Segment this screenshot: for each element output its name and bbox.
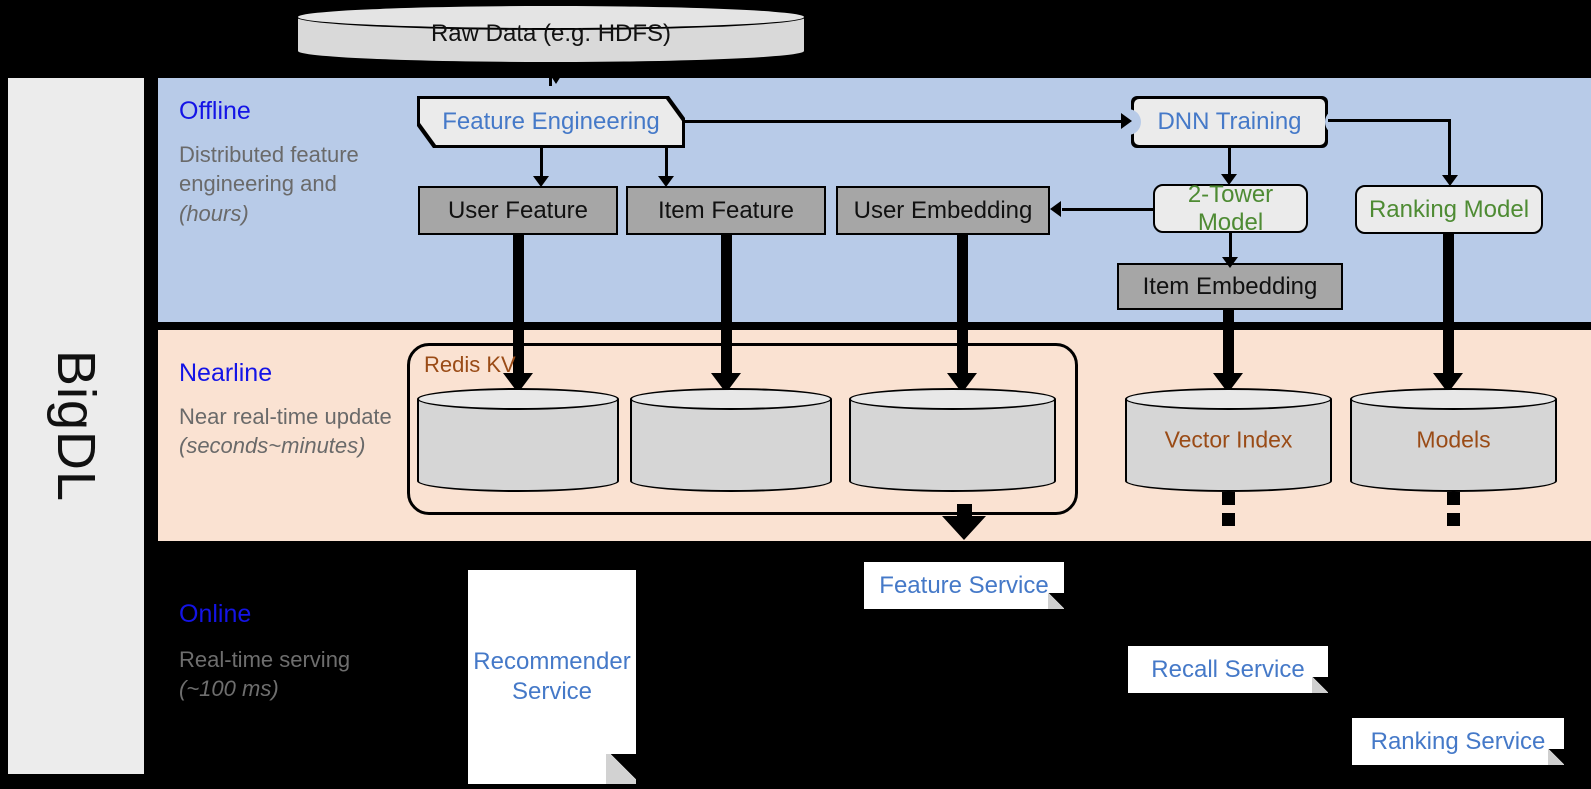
user-embedding-label: User Embedding (853, 196, 1033, 224)
recall-service-label: Recall Service (1151, 655, 1305, 683)
cylinder-top (1125, 388, 1332, 410)
connector-dnn-twotower (1228, 148, 1231, 176)
online-title: Online (179, 600, 252, 628)
arrowhead-rawdata-fe (542, 62, 570, 84)
redis-store-cylinder-3[interactable] (849, 388, 1056, 492)
ranking-service-node[interactable]: Ranking Service (1352, 718, 1564, 765)
recommender-service-node[interactable]: Recommender Service (468, 570, 636, 784)
item-feature-node[interactable]: Item Feature (626, 186, 826, 235)
raw-data-label: Raw Data (e.g. HDFS) (430, 20, 672, 47)
arrowhead-fe-itemfeature (658, 176, 674, 187)
pipe-userembedding-store3 (957, 235, 968, 378)
feature-service-node[interactable]: Feature Service (864, 562, 1064, 609)
stub-store3-featureservice (957, 504, 972, 519)
connector-fe-dnn (685, 120, 1125, 123)
dnn-notch-right (1325, 109, 1338, 135)
page-fold-icon (1048, 593, 1064, 609)
arrowhead-dnn-twotower (1221, 174, 1237, 185)
online-desc-italic: (~100 ms) (179, 676, 279, 702)
connector-fe-itemfeature (665, 148, 668, 178)
pipe-itemembedding-vectorindex (1223, 310, 1234, 378)
arrowhead-fe-userfeature (533, 176, 549, 187)
pipe-userfeature-store1 (513, 235, 524, 378)
arrowhead-fe-dnn (1121, 113, 1132, 129)
cylinder-top (849, 388, 1056, 410)
two-tower-model-label: 2-Tower Model (1187, 180, 1274, 236)
redis-store-cylinder-2[interactable] (630, 388, 832, 492)
nearline-desc-text: Near real-time update (179, 404, 392, 429)
feature-engineering-node[interactable]: Feature Engineering (420, 99, 682, 145)
cylinder-top (1350, 388, 1557, 410)
offline-desc-text: Distributed feature engineering and (179, 142, 359, 197)
dnn-training-label: DNN Training (1157, 108, 1302, 135)
ranking-service-label: Ranking Service (1370, 727, 1546, 755)
connector-twotower-itemembedding (1229, 233, 1232, 261)
cylinder-body (1125, 399, 1332, 481)
cylinder-body (630, 399, 832, 481)
offline-desc-italic: (hours) (179, 200, 249, 226)
stub-models-a (1447, 492, 1460, 505)
user-feature-label: User Feature (447, 196, 589, 224)
pipe-rankingmodel-models (1443, 233, 1454, 378)
cylinder-top (417, 388, 619, 410)
models-label: Models (1416, 426, 1491, 453)
nearline-description: Near real-time update (seconds~minutes) (179, 402, 394, 461)
bigdl-sidebar: BigDL (8, 78, 144, 774)
vector-index-cylinder[interactable]: Vector Index (1125, 388, 1332, 492)
page-fold-icon (606, 754, 636, 784)
bigdl-label: BigDL (46, 349, 106, 503)
connector-fe-userfeature (540, 148, 543, 178)
redis-kv-label: Redis KV (424, 352, 516, 377)
redis-store-cylinder-1[interactable] (417, 388, 619, 492)
cylinder-top (630, 388, 832, 410)
cylinder-body (417, 399, 619, 481)
arrowhead-twotower-userembedding (1050, 201, 1061, 217)
nearline-desc-italic: (seconds~minutes) (179, 433, 366, 459)
stub-vectorindex-b (1222, 513, 1235, 526)
stub-vectorindex-a (1222, 492, 1235, 505)
recommender-service-label: Recommender Service (473, 648, 631, 705)
online-desc-text: Real-time serving (179, 647, 351, 672)
item-embedding-node[interactable]: Item Embedding (1117, 263, 1343, 310)
page-fold-icon (1312, 677, 1328, 693)
connector-dnn-ranking-h (1328, 119, 1450, 122)
item-embedding-label: Item Embedding (1142, 272, 1318, 300)
vector-index-label: Vector Index (1164, 426, 1293, 453)
two-tower-model-node[interactable]: 2-Tower Model (1153, 181, 1308, 236)
offline-description: Distributed feature engineering and (hou… (179, 140, 394, 228)
raw-data-cylinder: Raw Data (e.g. HDFS) (296, 4, 806, 64)
arrowhead-twotower-itemembedding (1222, 257, 1238, 268)
cylinder-body (849, 399, 1056, 481)
online-description: Real-time serving (~100 ms) (179, 645, 394, 704)
connector-dnn-ranking-v (1448, 119, 1451, 177)
page-fold-icon (1548, 749, 1564, 765)
ranking-model-node[interactable]: Ranking Model (1355, 185, 1543, 234)
arrowhead-store3-featureservice (942, 516, 986, 540)
pipe-itemfeature-store2 (721, 235, 732, 378)
item-feature-label: Item Feature (657, 196, 795, 224)
cylinder-body (1350, 399, 1557, 481)
dnn-training-node[interactable]: DNN Training (1134, 99, 1325, 145)
models-cylinder[interactable]: Models (1350, 388, 1557, 492)
cylinder-top (296, 4, 806, 30)
recall-service-node[interactable]: Recall Service (1128, 646, 1328, 693)
nearline-title: Nearline (179, 359, 273, 387)
redis-kv-container (407, 343, 1078, 515)
offline-title: Offline (179, 97, 251, 125)
stub-models-b (1447, 513, 1460, 526)
connector-twotower-userembedding (1062, 208, 1154, 211)
user-embedding-node[interactable]: User Embedding (836, 186, 1050, 235)
feature-service-label: Feature Service (879, 571, 1049, 599)
feature-engineering-label: Feature Engineering (442, 108, 660, 135)
user-feature-node[interactable]: User Feature (418, 186, 618, 235)
arrowhead-dnn-ranking (1442, 175, 1458, 186)
ranking-model-label: Ranking Model (1368, 195, 1530, 223)
